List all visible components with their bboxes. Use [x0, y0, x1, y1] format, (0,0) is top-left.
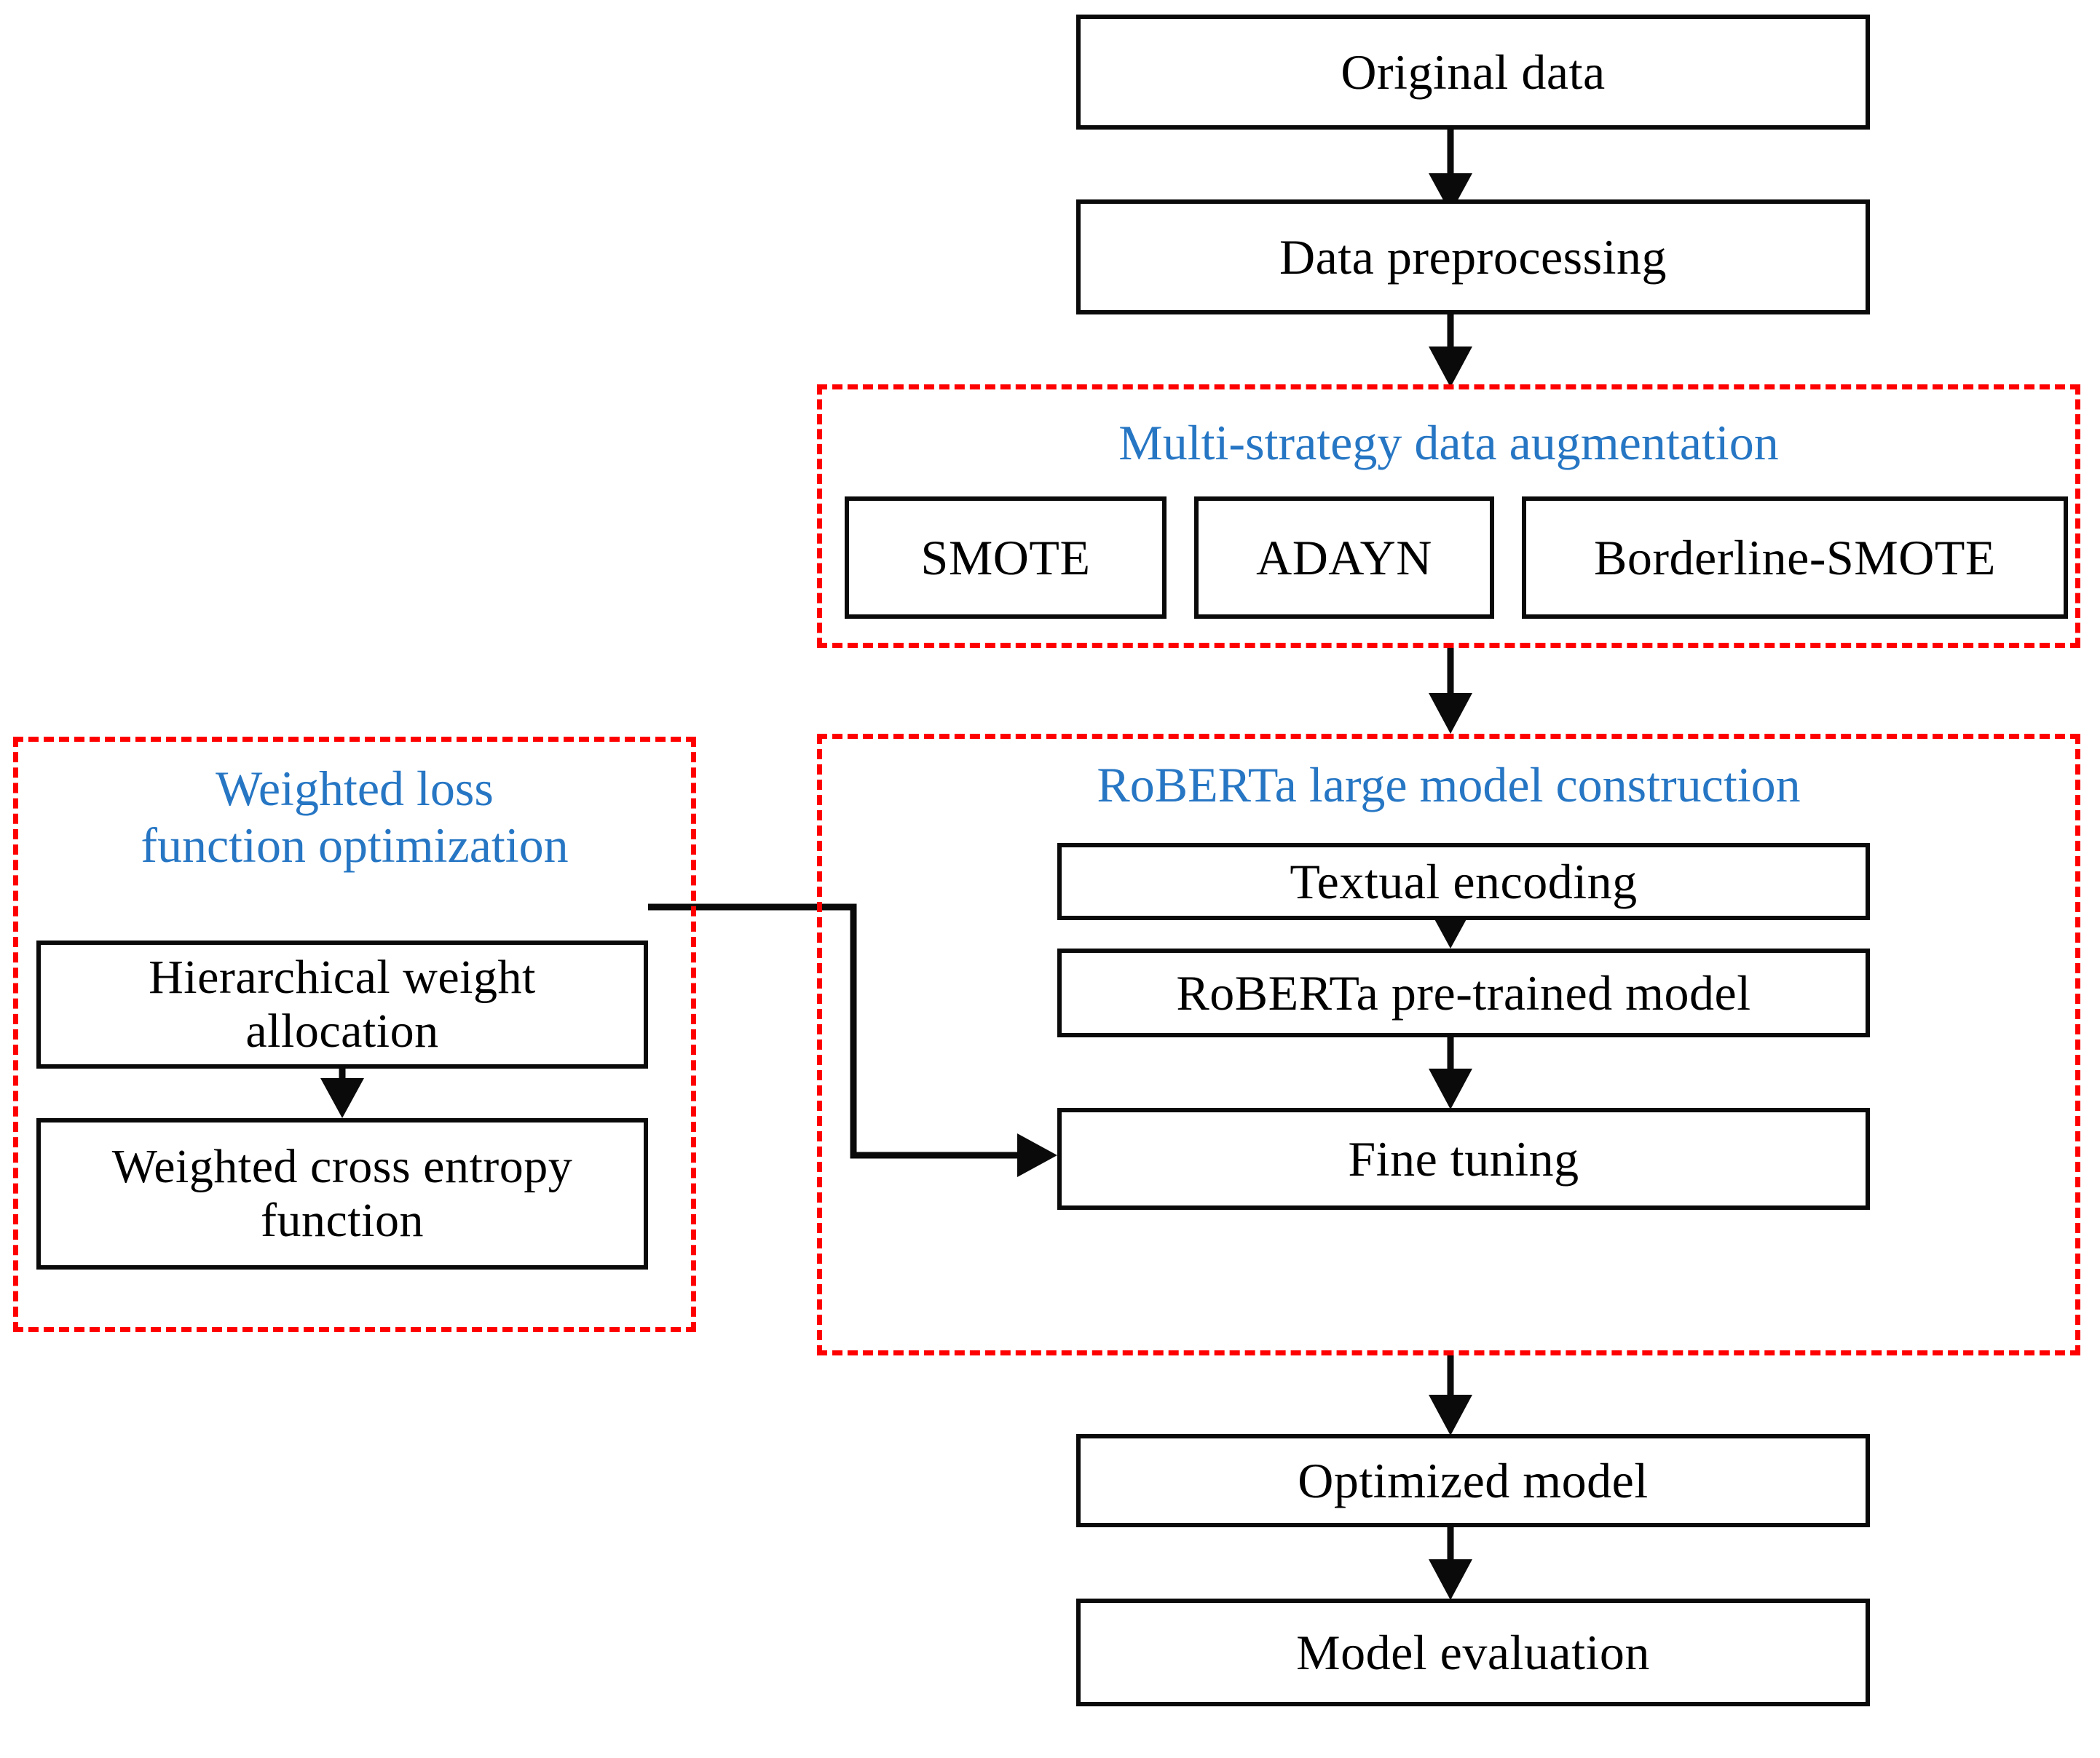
edge-optimized-to-evaluation: [1429, 1527, 1472, 1600]
node-adayn-label: ADAYN: [1256, 529, 1432, 585]
node-textual-encoding-label: Textual encoding: [1290, 853, 1638, 909]
node-data-preprocessing[interactable]: Data preprocessing: [1076, 199, 1870, 314]
node-hierarchical-weight-allocation[interactable]: Hierarchical weight allocation: [36, 941, 648, 1069]
node-weighted-cross-entropy-function-label: Weighted cross entropy function: [111, 1140, 573, 1247]
node-fine-tuning-label: Fine tuning: [1348, 1131, 1579, 1187]
edge-preprocessing-to-augmentation: [1429, 314, 1472, 387]
node-optimized-model[interactable]: Optimized model: [1076, 1434, 1870, 1527]
node-model-evaluation-label: Model evaluation: [1296, 1624, 1650, 1680]
node-adayn[interactable]: ADAYN: [1194, 496, 1494, 619]
node-hierarchical-weight-allocation-label: Hierarchical weight allocation: [149, 951, 536, 1058]
node-textual-encoding[interactable]: Textual encoding: [1057, 843, 1870, 920]
edge-roberta-to-optimized: [1429, 1355, 1472, 1436]
node-borderline-smote[interactable]: Borderline-SMOTE: [1522, 496, 2068, 619]
edge-augmentation-to-roberta: [1429, 648, 1472, 734]
node-optimized-model-label: Optimized model: [1298, 1452, 1649, 1508]
node-data-preprocessing-label: Data preprocessing: [1279, 229, 1667, 285]
node-original-data[interactable]: Original data: [1076, 15, 1870, 130]
group-weighted-loss-function-optimization: [13, 737, 696, 1332]
node-model-evaluation[interactable]: Model evaluation: [1076, 1599, 1870, 1706]
group-multi-strategy-data-augmentation: [817, 384, 2080, 648]
node-weighted-cross-entropy-function[interactable]: Weighted cross entropy function: [36, 1118, 648, 1270]
node-original-data-label: Original data: [1341, 44, 1606, 100]
node-borderline-smote-label: Borderline-SMOTE: [1594, 529, 1996, 585]
group-roberta-large-model-construction: [817, 734, 2080, 1355]
group-weighted-loss-title: Weighted loss function optimization: [141, 761, 569, 873]
node-fine-tuning[interactable]: Fine tuning: [1057, 1108, 1870, 1210]
node-smote[interactable]: SMOTE: [845, 496, 1167, 619]
group-augmentation-title: Multi-strategy data augmentation: [1118, 415, 1779, 470]
node-roberta-pretrained-model-label: RoBERTa pre-trained model: [1176, 965, 1751, 1021]
group-roberta-title: RoBERTa large model construction: [1097, 757, 1801, 812]
node-smote-label: SMOTE: [920, 529, 1091, 585]
node-roberta-pretrained-model[interactable]: RoBERTa pre-trained model: [1057, 949, 1870, 1037]
